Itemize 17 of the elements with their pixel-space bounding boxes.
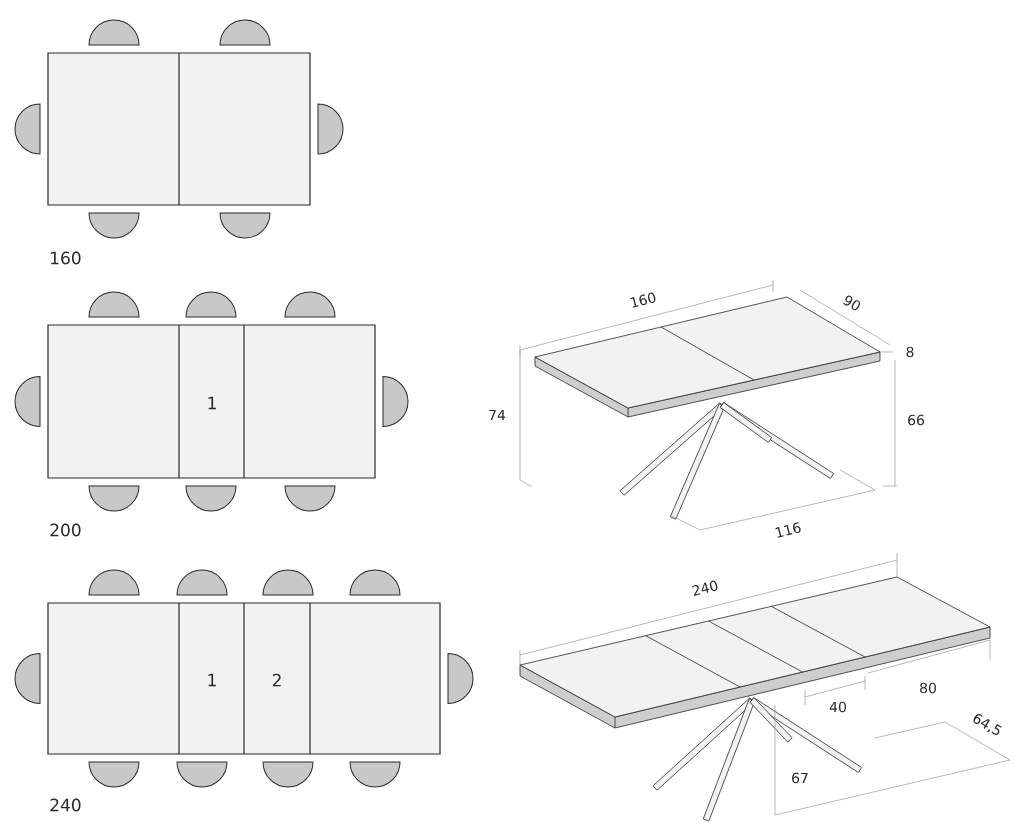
dimension-label: 160 bbox=[630, 292, 656, 308]
panel-number: 1 bbox=[208, 396, 216, 410]
dimension-label: 66 bbox=[908, 414, 925, 426]
dimension-label: 40 bbox=[829, 701, 846, 713]
dimension-label: 64,5 bbox=[973, 714, 1002, 735]
dimension-label: 80 bbox=[920, 682, 936, 694]
dimension-label: 74 bbox=[489, 409, 506, 421]
panel-number: 2 bbox=[272, 673, 281, 687]
dimension-label: 67 bbox=[792, 772, 808, 784]
dimension-label: 116 bbox=[775, 522, 801, 538]
size-label: 160 bbox=[51, 251, 81, 265]
dimension-label: 8 bbox=[906, 346, 914, 358]
size-label: 200 bbox=[50, 523, 81, 537]
panel-number: 1 bbox=[208, 673, 216, 687]
size-label: 240 bbox=[50, 798, 81, 812]
dimension-label: 240 bbox=[692, 580, 718, 596]
dimension-label: 90 bbox=[843, 295, 861, 311]
